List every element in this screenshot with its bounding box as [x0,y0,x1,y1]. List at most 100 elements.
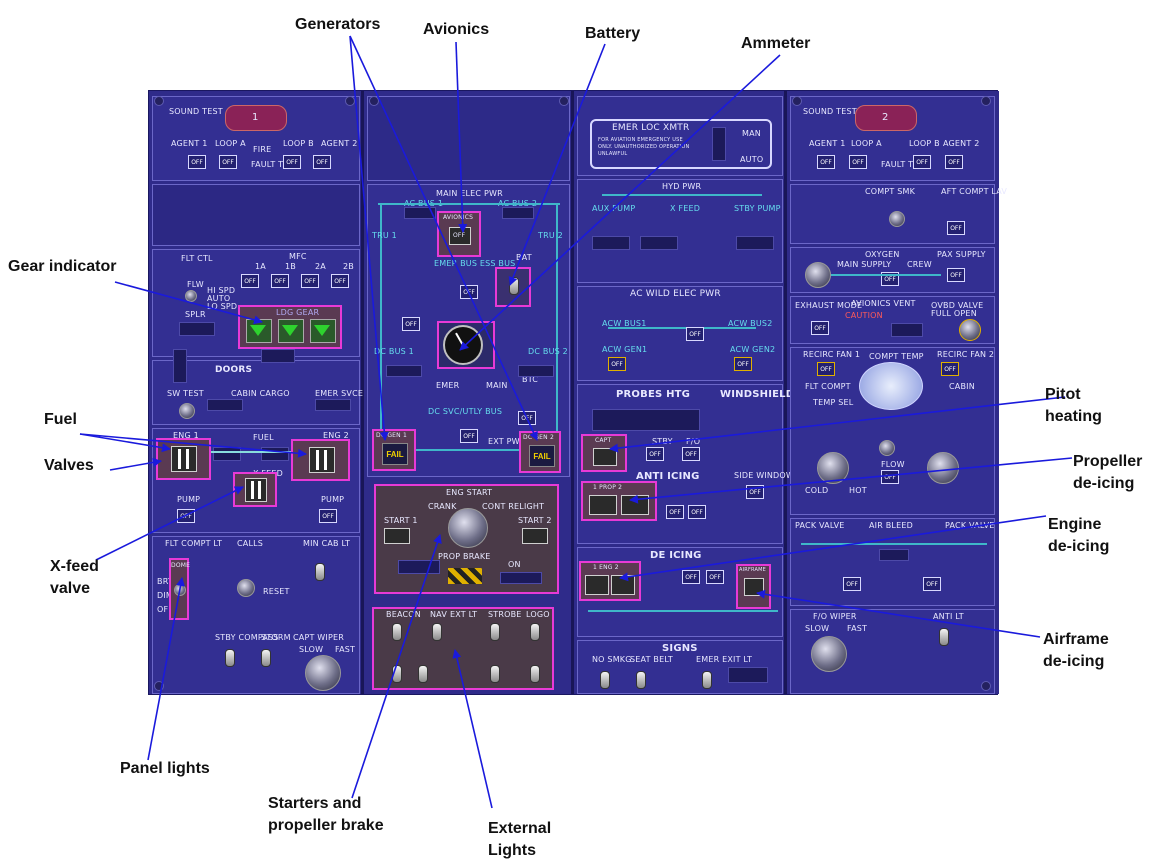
callout-gear-indicator: Gear indicator [8,258,117,275]
fire-handle-1[interactable]: 1 [225,105,287,131]
dc-gen2-fail-light[interactable]: FAIL [529,445,555,467]
bleed1-button[interactable]: OFF [843,577,861,591]
pax-supply-button[interactable]: OFF [947,268,965,282]
flow-knob[interactable] [879,440,895,456]
stby-probe-button[interactable]: OFF [646,447,664,461]
agent2-button[interactable]: OFF [313,155,331,169]
mfc-2b-button[interactable]: OFF [331,274,349,288]
pump-left-button[interactable]: OFF [177,509,195,523]
acw-gen2-button[interactable]: OFF [734,357,752,371]
prop1-de-icing-button[interactable] [589,495,617,515]
emer-loc-switch[interactable] [712,127,726,161]
anti-lt-toggle[interactable] [939,628,949,646]
fuel-valve-eng2[interactable] [291,439,350,481]
panel-screw [981,96,991,106]
agent1-2-button[interactable]: OFF [817,155,835,169]
fuel-valve-eng2-switch[interactable] [309,447,335,473]
eng1-de-icing-button[interactable] [585,575,609,595]
no-smkg-toggle[interactable] [600,671,610,689]
fo-probe-label: F/O [686,437,701,446]
landing-lt-toggle-2[interactable] [418,665,428,683]
fire-handle-2[interactable]: 2 [855,105,917,131]
eng2-de-icing-button[interactable] [611,575,635,595]
calls-knob[interactable] [237,579,255,597]
btc-button[interactable]: OFF [518,411,536,425]
storm-toggle[interactable] [261,649,271,667]
propeller-de-icing: 1 PROP 2 [581,481,657,521]
mfc-1b-button[interactable]: OFF [271,274,289,288]
wing-lt-toggle[interactable] [530,665,540,683]
prop-brake-guard[interactable] [448,568,482,584]
loop-b-button[interactable]: OFF [283,155,301,169]
exhaust-mode-button[interactable]: OFF [811,321,829,335]
de-icing-mode-button[interactable]: OFF [682,570,700,584]
seat-belt-toggle[interactable] [636,671,646,689]
dc-svc-button[interactable]: OFF [460,429,478,443]
anti-icing-button-2[interactable]: OFF [688,505,706,519]
recirc2-button[interactable]: OFF [941,362,959,376]
pump-right-button[interactable]: OFF [319,509,337,523]
cabin-temp-knob[interactable] [927,452,959,484]
airframe-de-icing-button[interactable] [744,578,764,596]
aft-compt-button[interactable]: OFF [947,221,965,235]
start2-button[interactable] [522,528,548,544]
emer-exit-toggle[interactable] [702,671,712,689]
recirc1-button[interactable]: OFF [817,362,835,376]
agent2-2-button[interactable]: OFF [945,155,963,169]
dc-gen1-fail-light[interactable]: FAIL [382,443,408,465]
loop-a-button[interactable]: OFF [219,155,237,169]
fo-probe-button[interactable]: OFF [682,447,700,461]
capt-probe-button[interactable] [593,448,617,466]
min-cab-lt-toggle[interactable] [315,563,325,581]
callout-engine-line2: de-icing [1048,538,1110,555]
mfc-1a-button[interactable]: OFF [241,274,259,288]
beacon-toggle[interactable] [392,623,402,641]
panel-lights-dome[interactable]: DOME [169,558,190,620]
anti-icing-button-1[interactable]: OFF [666,505,684,519]
capt-wiper-knob[interactable] [305,655,341,691]
sw-test-knob[interactable] [179,403,195,419]
dome-knob[interactable] [174,584,186,596]
dc-gen2-switch[interactable]: DC GEN 2 FAIL [519,431,561,473]
de-icing-button-2[interactable]: OFF [706,570,724,584]
side-windows-button[interactable]: OFF [746,485,764,499]
nav-toggle[interactable] [432,623,442,641]
flt-compt-temp-knob[interactable] [817,452,849,484]
logo-toggle[interactable] [530,623,540,641]
dc-gen1-switch[interactable]: DC GEN 1 FAIL [372,429,416,471]
landing-lt-toggle-1[interactable] [392,665,402,683]
fo-wiper-knob[interactable] [811,636,847,672]
acw-xtie-button[interactable]: OFF [686,327,704,341]
ovbd-valve-knob[interactable] [959,319,981,341]
flw-selector-knob[interactable] [185,290,197,302]
prop2-de-icing-button[interactable] [621,495,649,515]
battery-toggle[interactable] [509,277,519,295]
strobe-toggle[interactable] [490,623,500,641]
ess-bus-button[interactable]: OFF [460,285,478,299]
bus-bottom-line [380,449,558,451]
xfeed-valve[interactable] [233,472,277,507]
start1-button[interactable] [384,528,410,544]
acw-gen1-button[interactable]: OFF [608,357,626,371]
mfc-2a-button[interactable]: OFF [301,274,319,288]
stby-compass-toggle[interactable] [225,649,235,667]
bleed2-button[interactable]: OFF [923,577,941,591]
eng-start-selector-knob[interactable] [448,508,488,548]
agent1-button[interactable]: OFF [188,155,206,169]
emer-bus-button[interactable]: OFF [402,317,420,331]
taxi-lt-toggle[interactable] [490,665,500,683]
compt-smk-knob[interactable] [889,211,905,227]
avionics-switch[interactable]: AVIONICS OFF [437,211,481,257]
fuel-valve-eng1-switch[interactable] [171,446,197,472]
flow-button[interactable]: OFF [881,470,899,484]
pitot-heating-switch[interactable]: CAPT [581,434,627,472]
loop-b-2-button[interactable]: OFF [913,155,931,169]
callout-airframe-de-icing: Airframe de-icing [1043,629,1109,673]
xfeed-valve-switch[interactable] [245,478,267,502]
oxygen-panel: OXYGEN PAX SUPPLY MAIN SUPPLY CREW OFF O… [790,247,995,293]
avionics-button[interactable]: OFF [449,227,471,245]
battery-switch[interactable] [495,267,531,307]
loop-a-2-button[interactable]: OFF [849,155,867,169]
flow-label: FLOW [881,460,905,469]
fuel-valve-eng1[interactable] [156,438,211,480]
